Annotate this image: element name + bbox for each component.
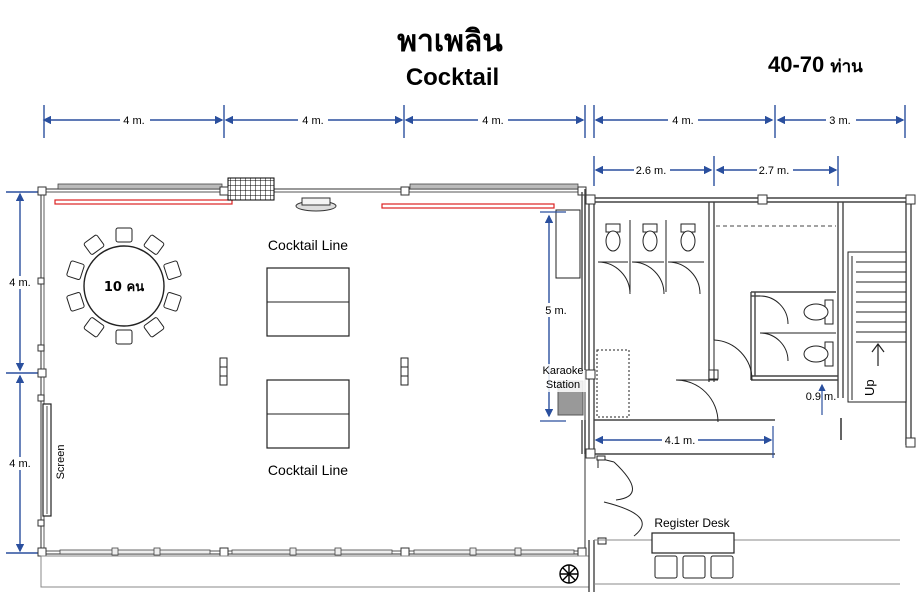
plant-icon [559,564,579,584]
corridor-dimension: 4.1 m. [594,426,774,458]
dim-top-2: 4 m. [302,115,323,127]
karaoke-area: 5 m. Karaoke Station [537,209,589,422]
standing-tables [219,357,409,386]
capacity-label: 40-70 ท่าน [768,52,863,80]
restroom-doors [675,339,753,423]
toilet-right [759,295,836,367]
screen: Screen [42,403,67,517]
dim-restroom-1: 2.6 m. [636,165,667,177]
cocktail-line-bottom: Cocktail Line [266,379,350,478]
cocktail-line-top-label: Cocktail Line [268,237,348,253]
top-dimensions [42,105,906,138]
karaoke-label-2: Station [546,379,580,391]
register-desk: Register Desk [651,516,735,579]
capacity-unit: ท่าน [830,57,863,77]
karaoke-label-1: Karaoke [543,365,584,377]
restroom-dimensions [593,156,839,186]
stairs-label: Up [862,379,877,396]
stairs: Up [847,251,907,403]
entrance-doors [596,455,643,545]
round-table-label: 10 คน [104,280,144,295]
dim-corridor: 4.1 m. [665,435,696,447]
plan-subtitle: Cocktail [405,64,500,91]
terrace [40,555,590,588]
round-table-10: 10 คน [66,227,182,345]
top-windows [54,183,579,209]
sink-counter [596,349,630,418]
dim-top-5: 3 m. [829,115,850,127]
restroom-block [588,197,912,455]
plan-title: พาเพลิน [397,24,503,59]
capacity-value: 40-70 [768,52,825,77]
toilet-stalls [597,220,704,295]
register-label: Register Desk [654,516,730,530]
dim-left-2: 4 m. [9,458,30,470]
left-dimensions [6,191,40,554]
dim-top-3: 4 m. [482,115,503,127]
dim-karaoke: 5 m. [545,305,566,317]
hall-right-wall [581,189,586,454]
entrance-walls [588,539,900,592]
door-dimension: 0.9 m. [806,383,842,440]
bottom-windows [59,547,575,556]
cocktail-line-bottom-label: Cocktail Line [268,462,348,478]
dim-restroom-2: 2.7 m. [759,165,790,177]
screen-label: Screen [55,445,67,480]
vent-grille [227,177,275,201]
dim-top-1: 4 m. [123,115,144,127]
dim-top-4: 4 m. [672,115,693,127]
dim-left-1: 4 m. [9,277,30,289]
cocktail-line-top: Cocktail Line [266,237,350,337]
speaker-icon [295,197,337,212]
dim-door: 0.9 m. [806,391,837,403]
